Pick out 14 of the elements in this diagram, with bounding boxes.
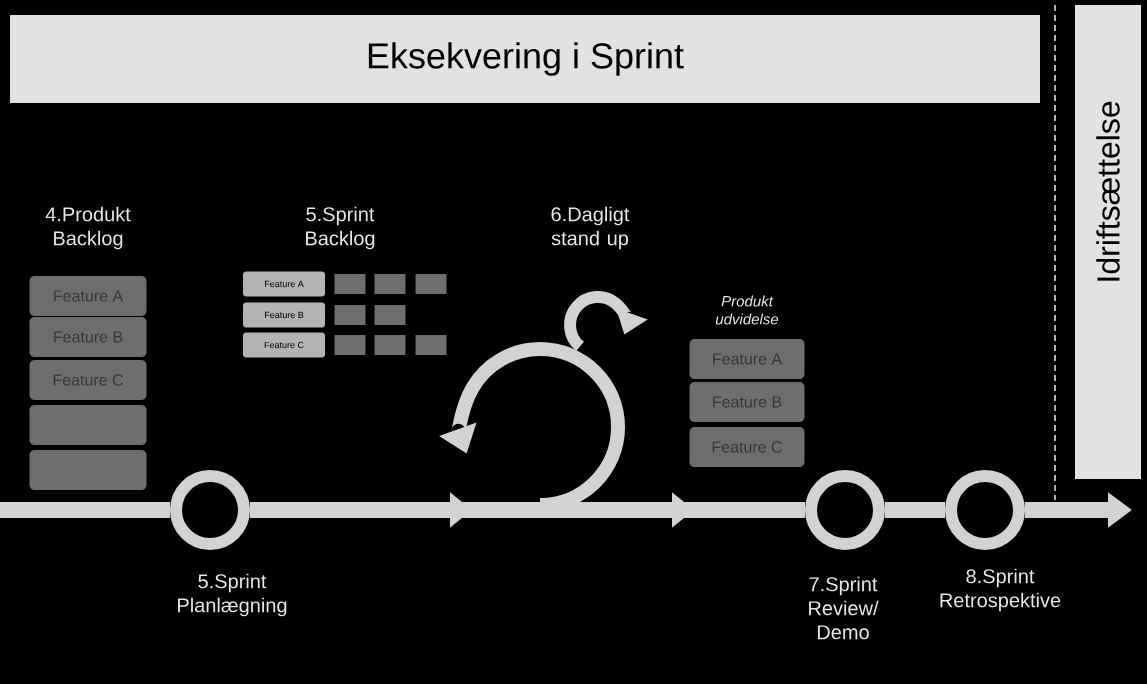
title-band: Eksekvering i Sprint	[10, 15, 1040, 103]
section-heading: 6.Dagligt stand up	[551, 206, 630, 250]
side-band: Idriftsættelse	[1075, 5, 1141, 479]
section-heading: 4.Produkt Backlog	[45, 206, 131, 250]
milestone-label: 5.Sprint Planlægning	[178, 573, 287, 617]
feature-box	[29, 405, 147, 445]
feature-box: Feature C	[243, 332, 325, 358]
milestone-label: 7.Sprint Review/ Demo	[809, 576, 879, 640]
section-heading: 5.Sprint Backlog	[306, 206, 375, 250]
feature-box	[29, 450, 147, 490]
feature-box: Feature A	[243, 271, 325, 297]
feature-box: Feature B	[243, 302, 325, 328]
group-heading: Produkt udvidelse	[715, 295, 779, 325]
milestone-label: 8.Sprint Retrospektive	[940, 568, 1061, 612]
